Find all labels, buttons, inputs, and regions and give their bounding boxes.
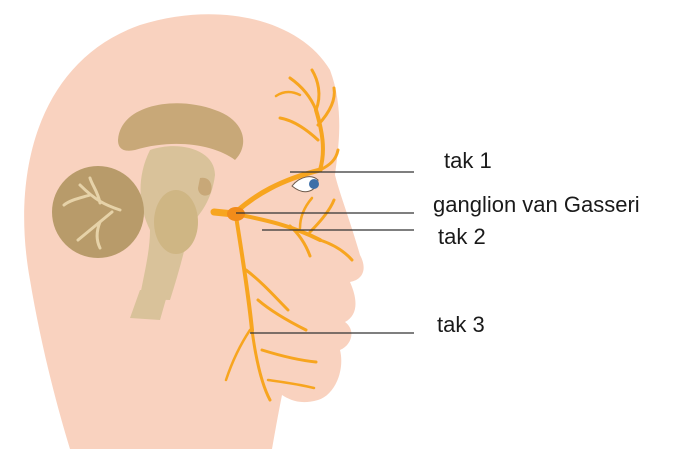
label-ganglion-van-gasseri: ganglion van Gasseri — [433, 194, 640, 216]
label-tak-1: tak 1 — [444, 150, 492, 172]
label-tak-3: tak 3 — [437, 314, 485, 336]
label-tak-2: tak 2 — [438, 226, 486, 248]
gasserian-ganglion — [227, 207, 245, 221]
eye-iris — [309, 179, 319, 189]
pons — [154, 190, 198, 254]
